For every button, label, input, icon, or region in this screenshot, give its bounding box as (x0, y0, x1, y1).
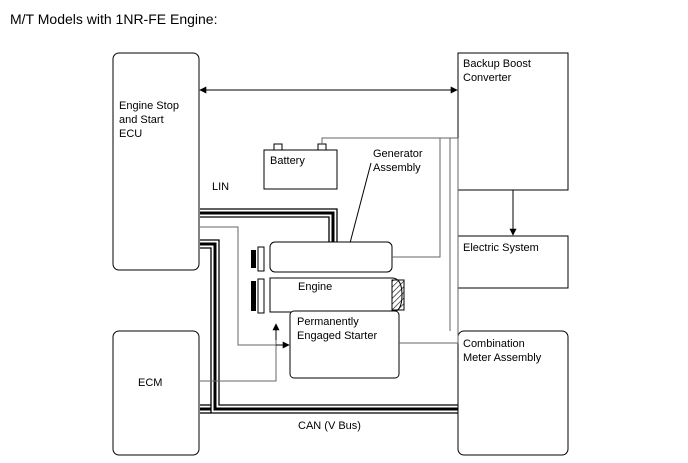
battery-to-boost-line (321, 137, 458, 144)
boost-to-generator-line (392, 138, 441, 258)
lin-bus-lines (200, 208, 338, 242)
starter-label-2: Engaged Starter (297, 330, 377, 342)
permanently-engaged-starter-block (289, 310, 400, 379)
engine-stop-start-ecu-block (112, 52, 200, 271)
can-bus-lines (200, 239, 458, 414)
backup-boost-converter-label-1: Backup Boost (463, 58, 531, 70)
diagram-title: M/T Models with 1NR-FE Engine: (10, 11, 217, 27)
can-bus-label: CAN (V Bus) (298, 420, 361, 432)
generator-pulley-rim-icon (257, 246, 265, 272)
engine-stop-start-ecu-label-2: and Start (119, 114, 164, 126)
boost-to-starter-line (399, 138, 459, 344)
crank-pulley-icon (251, 281, 256, 311)
starter-control-lines (200, 226, 280, 382)
engine-stop-start-ecu-label-1: Engine Stop (119, 100, 179, 112)
flywheel-icon (391, 279, 405, 311)
battery-block (263, 149, 338, 190)
generator-block (269, 241, 393, 273)
ecm-block (112, 330, 200, 456)
starter-label-1: Permanently (297, 316, 359, 328)
battery-terminal-negative (273, 143, 283, 151)
electric-system-label: Electric System (463, 242, 539, 254)
electric-system-block (457, 235, 569, 289)
engine-block (269, 277, 403, 313)
ecm-to-starter-line (200, 337, 277, 382)
battery-terminal-positive (317, 143, 327, 151)
engine-stop-start-ecu-label-3: ECU (119, 128, 142, 140)
ecu-to-starter-line (200, 226, 280, 346)
backup-boost-converter-label-2: Converter (463, 72, 512, 84)
generator-leader-line (349, 162, 372, 244)
combination-meter-block (457, 330, 569, 456)
combination-meter-label-1: Combination (463, 338, 525, 350)
generator-assembly-label-2: Assembly (373, 162, 421, 174)
generator-pulley-icon (251, 250, 256, 268)
ecm-label: ECM (138, 377, 162, 389)
backup-boost-converter-block (457, 52, 569, 191)
combination-meter-label-2: Meter Assembly (463, 352, 542, 364)
power-lines (321, 137, 459, 344)
crank-pulley-rim-icon (257, 278, 265, 314)
lin-bus-label: LIN (212, 181, 229, 193)
engine-label: Engine (298, 281, 332, 293)
generator-assembly-label-1: Generator (373, 148, 423, 160)
battery-label: Battery (270, 155, 305, 167)
